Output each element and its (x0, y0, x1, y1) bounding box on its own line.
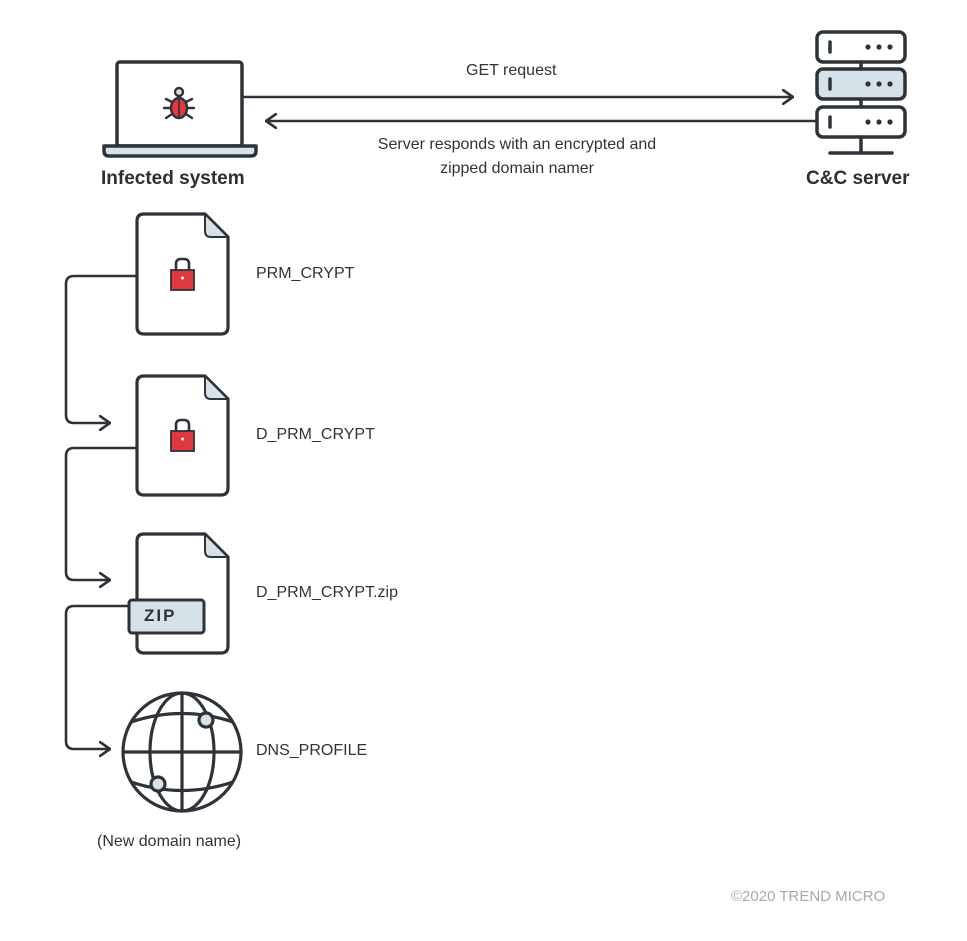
file-label: DNS_PROFILE (256, 742, 368, 759)
locked-file-icon (135, 212, 230, 336)
server-icon (815, 30, 907, 155)
server-status-dots (865, 44, 893, 125)
cc-server-label: C&C server (806, 168, 910, 189)
connector-arrow-3 (64, 604, 129, 749)
globe-caption: (New domain name) (97, 833, 242, 850)
bug-icon (162, 86, 196, 120)
connector-arrow-1 (64, 274, 137, 423)
infected-system-label: Infected system (101, 168, 245, 189)
copyright: ©2020 TREND MICRO (731, 888, 886, 905)
get-request-label: GET request (466, 62, 557, 79)
zip-file-icon (127, 532, 230, 655)
locked-file-icon (135, 374, 230, 497)
connector-arrow-2 (64, 446, 137, 580)
response-label-line1: Server responds with an encrypted and (377, 136, 657, 153)
response-label-line2: zipped domain namer (440, 160, 594, 177)
zip-badge-label: ZIP (144, 606, 177, 625)
file-label: PRM_CRYPT (256, 265, 355, 282)
file-label: D_PRM_CRYPT (256, 426, 375, 443)
file-label: D_PRM_CRYPT.zip (256, 584, 398, 601)
globe-icon (121, 691, 243, 813)
